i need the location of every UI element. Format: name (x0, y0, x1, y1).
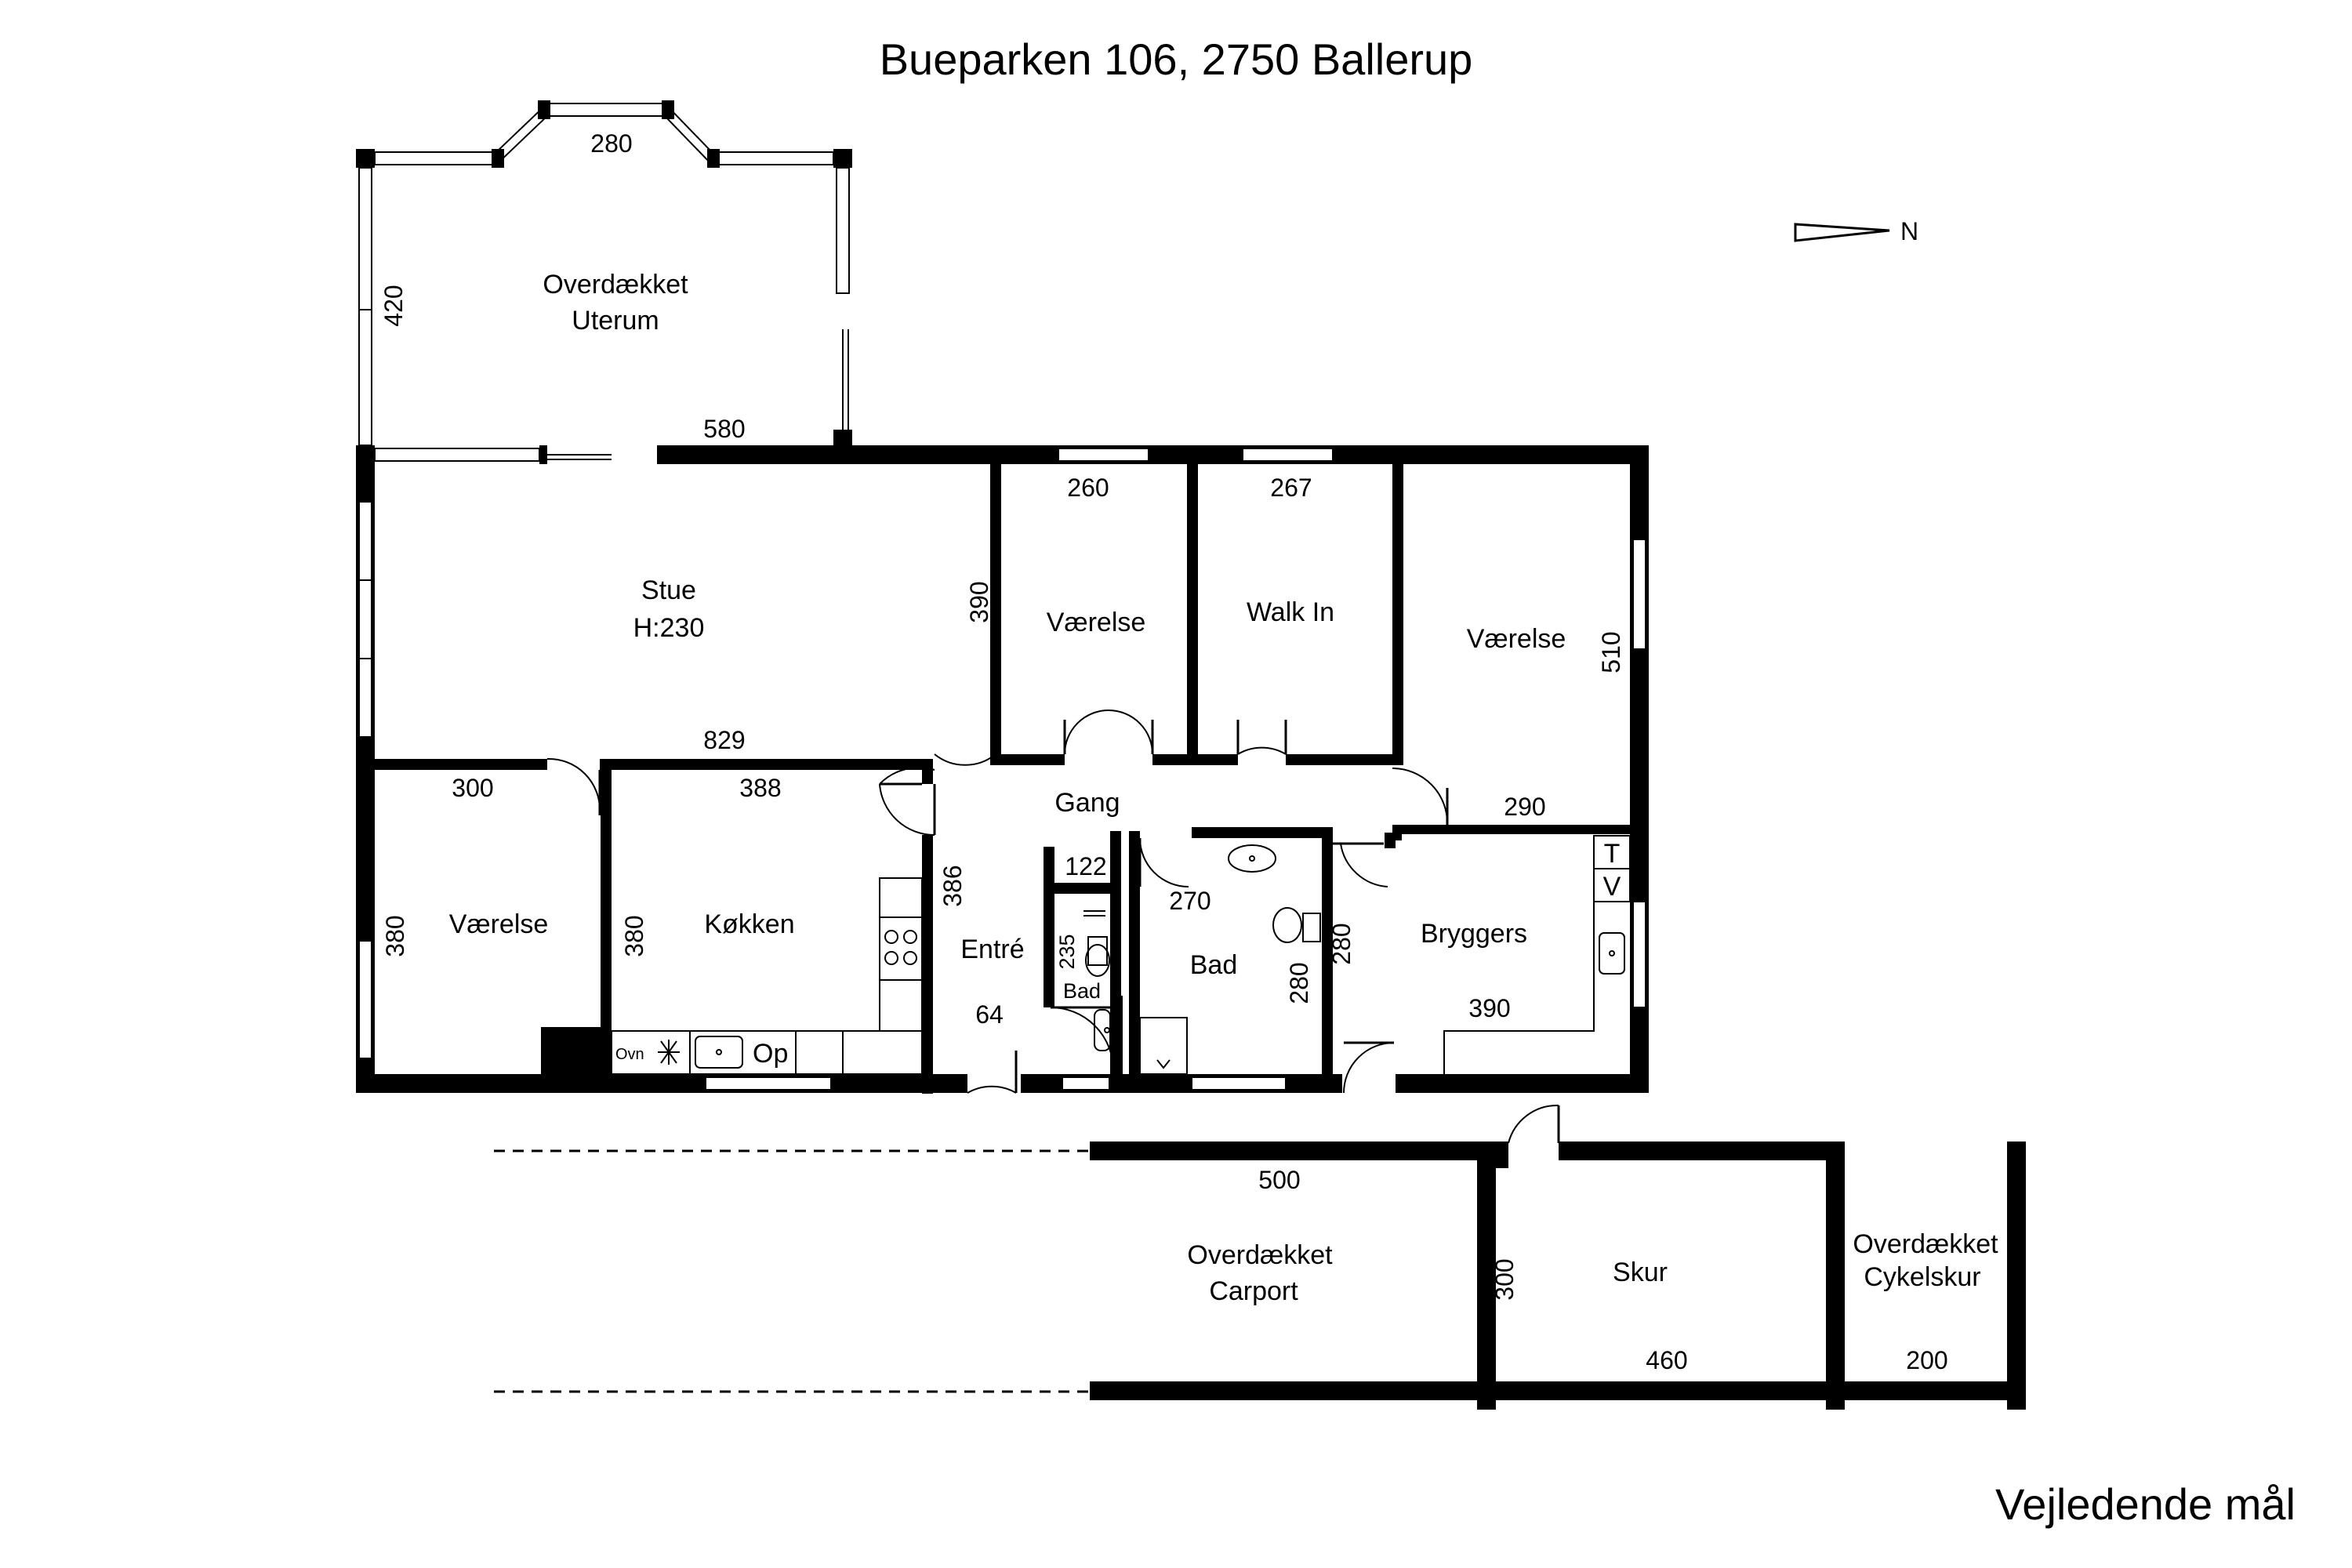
bryggers-label: Bryggers (1421, 919, 1527, 949)
door-leaves (598, 717, 1560, 1143)
vaerelse-label: Værelse (1467, 624, 1566, 654)
bad-label: Bad (1190, 950, 1238, 980)
washer-label: V (1603, 872, 1621, 902)
stue-label: Stue (641, 575, 696, 605)
dimension-label: 380 (381, 915, 409, 956)
dimension-label: 390 (1468, 994, 1510, 1022)
dimension-label: 122 (1065, 852, 1106, 880)
toilet-icon (1083, 910, 1110, 977)
uterum-label: Overdækket (543, 270, 688, 299)
dimension-label: 500 (1258, 1166, 1300, 1194)
wc-label: Bad (1063, 979, 1101, 1003)
cykelskur-label: Cykelskur (1864, 1262, 1980, 1292)
utility-counter (1443, 835, 1631, 1074)
dimension-label: 460 (1646, 1346, 1687, 1374)
dryer-label: T (1604, 839, 1621, 869)
dimension-label: 270 (1169, 887, 1210, 915)
shower-icon (1139, 1017, 1188, 1075)
dimension-label: 300 (1490, 1258, 1519, 1300)
dimension-label: 388 (739, 774, 781, 802)
outbuilding-walls (494, 1142, 2026, 1410)
house-walls (356, 445, 1649, 1094)
uterum-label: Uterum (572, 306, 659, 336)
gang-label: Gang (1054, 788, 1120, 818)
plan-title: Bueparken 106, 2750 Ballerup (880, 34, 1473, 84)
carport-label: Overdækket (1187, 1240, 1333, 1270)
carport-label: Carport (1209, 1276, 1298, 1306)
oven-label: Ovn (615, 1046, 644, 1063)
op-label: Op (753, 1039, 788, 1069)
vaerelse-label: Værelse (449, 909, 549, 939)
dimension-label: 580 (703, 415, 745, 443)
dimension-label: 390 (965, 581, 993, 622)
sink-icon (1094, 1009, 1111, 1051)
dimension-label: 280 (1285, 962, 1313, 1004)
entre-label: Entré (960, 935, 1024, 964)
dimension-label: 386 (938, 865, 967, 906)
cykelskur-label: Overdækket (1853, 1229, 1998, 1259)
dimension-label: 300 (452, 774, 493, 802)
dimension-label: 280 (590, 129, 632, 158)
dimension-label: 235 (1055, 934, 1079, 969)
dimension-label: 64 (975, 1000, 1004, 1029)
dimension-label: 829 (703, 726, 745, 754)
north-arrow-icon (1794, 223, 1890, 242)
kitchen-counter (611, 877, 923, 1075)
dimension-label: 510 (1597, 631, 1625, 673)
dimension-label: 267 (1270, 474, 1312, 502)
dimension-label: 280 (1327, 923, 1356, 964)
dimension-label: 200 (1906, 1346, 1947, 1374)
bath-toilet-icon (1272, 907, 1321, 943)
walk-in-label: Walk In (1247, 597, 1334, 627)
dimension-label: 290 (1504, 793, 1545, 821)
vaerelse-label: Værelse (1047, 608, 1146, 637)
hob-icon (658, 1040, 680, 1065)
koekken-label: Køkken (704, 909, 794, 939)
skur-label: Skur (1613, 1258, 1668, 1287)
uterum-walls (356, 100, 852, 464)
dimension-label: 260 (1067, 474, 1109, 502)
north-label: N (1900, 217, 1918, 245)
bath-sink-icon (1228, 844, 1276, 873)
dimension-label: 380 (620, 915, 648, 956)
stue-height-label: H:230 (633, 613, 705, 643)
footer-note: Vejledende mål (1995, 1479, 2296, 1529)
dimension-label: 420 (379, 285, 408, 326)
